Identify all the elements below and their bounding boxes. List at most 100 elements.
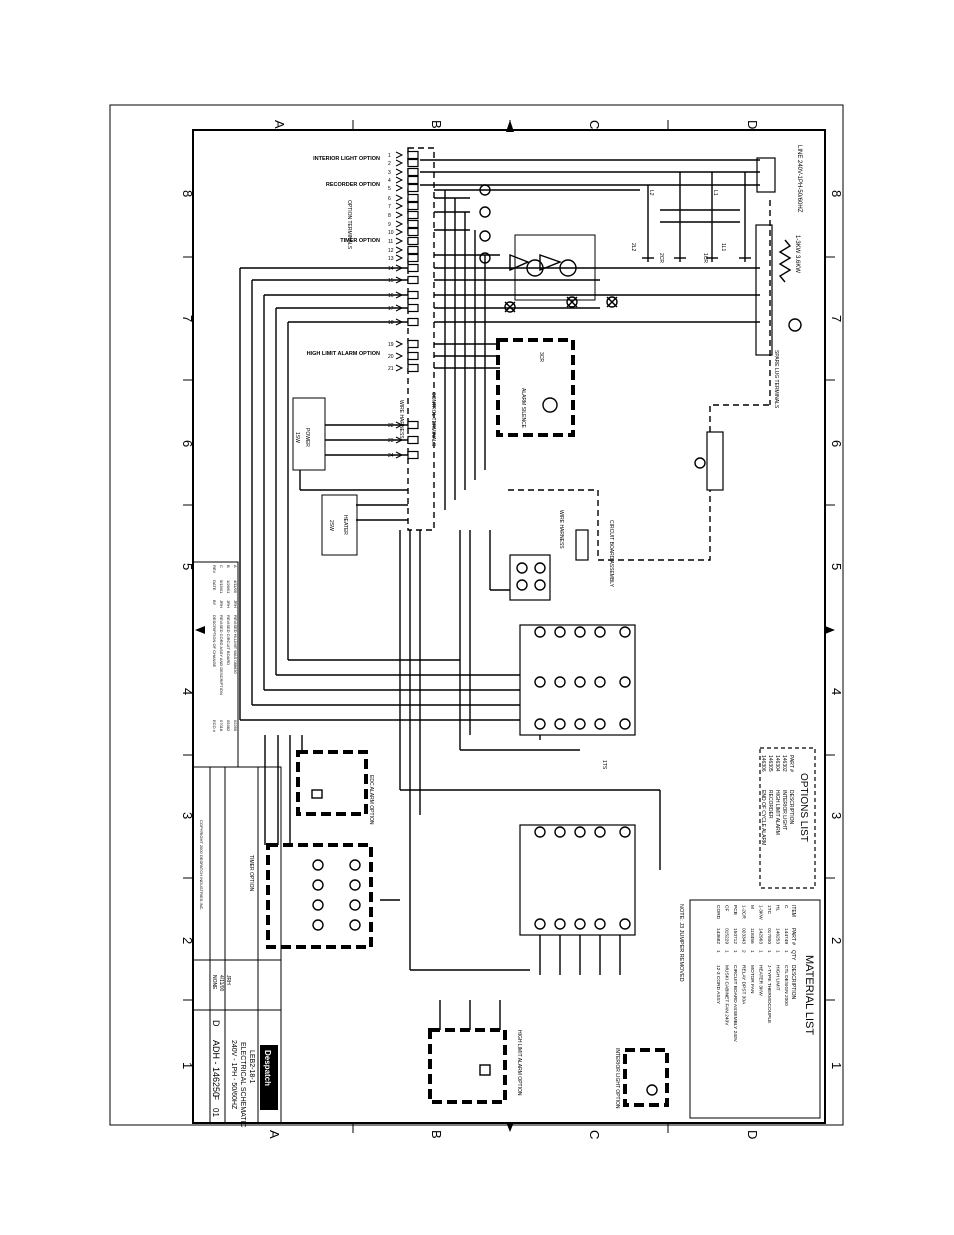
- high-limit-alarm-option-label: HIGH LIMIT ALARM OPTION: [307, 351, 380, 357]
- high-limit-alarm-option-label: HIGH LIMIT ALARM OPTION: [516, 1030, 522, 1096]
- power-switch-box: [292, 397, 326, 471]
- power-switch-label: POWER: [304, 428, 310, 447]
- indicator-lamps: [504, 296, 618, 313]
- zone-number: 8: [829, 190, 844, 197]
- terminal-number: 15: [388, 278, 394, 284]
- title-line-1: LEB2-18-1: [248, 1050, 255, 1084]
- terminal-screw: [574, 918, 586, 930]
- timer-terminals: [312, 859, 361, 931]
- heater-switch-box: [321, 494, 358, 556]
- terminal: 12: [388, 245, 419, 255]
- wire-label: 2CR: [658, 253, 664, 263]
- material-cell: 142963: [758, 928, 764, 944]
- contact-labels: L2 L1 2L2 1L1 1CR 2CR: [630, 190, 726, 263]
- relay-3cr-label: 3CR: [538, 352, 544, 362]
- zone-number: 1: [829, 1062, 844, 1069]
- terminal-screw: [619, 676, 631, 688]
- material-cell: C: [783, 905, 789, 909]
- wire-harness-label: WIRE HARNESS: [398, 400, 404, 439]
- options-list-title: OPTIONS LIST: [798, 773, 809, 842]
- options-header: PART #: [788, 755, 794, 772]
- alarm-silence-option-box: [496, 338, 575, 437]
- options-list: OPTIONS LIST PART #DESCRIPTION146302INTE…: [759, 747, 816, 889]
- options-part-number: 146306: [760, 755, 766, 772]
- terminal-screw: [534, 718, 546, 730]
- material-header: ITEM: [790, 905, 796, 917]
- terminal-number: 4: [388, 178, 391, 184]
- revision-cell: 02295: [233, 720, 238, 732]
- power-switch-tag: 1SW: [294, 432, 300, 443]
- terminal-strip-outline: [407, 147, 435, 531]
- terminal: 2: [388, 158, 419, 168]
- terminal-screw: [554, 676, 566, 688]
- terminal-number: 8: [388, 213, 391, 219]
- material-cell: 12-3 CORD ASSY: [715, 965, 721, 1005]
- wire-harness-label-2: WIRE HARNESS: [558, 510, 564, 549]
- drawing-size: D: [211, 1020, 221, 1027]
- material-cell: 1: [758, 950, 764, 953]
- zone-letters-bottom: A B C D: [267, 1130, 760, 1139]
- drawing-scale: NONE: [211, 975, 217, 990]
- title-block: Despatch LEB2-18-1 ELECTRICAL SCHEMATIC …: [192, 766, 282, 1128]
- solid-state-relay: [509, 554, 551, 601]
- zone-number: 2: [829, 937, 844, 944]
- zone-letter: C: [587, 1130, 602, 1139]
- terminal-number: 6: [388, 196, 391, 202]
- recorder-option-label: RECORDER OPTION: [326, 182, 380, 188]
- revision-header: BY: [212, 600, 217, 606]
- alarm-horn: [542, 397, 558, 413]
- spare-terminal-block: [706, 431, 724, 491]
- terminal: 8: [388, 210, 419, 220]
- zone-number: 6: [829, 440, 844, 447]
- terminal-screw: [594, 918, 606, 930]
- revision-cell: 5/15/01: [219, 580, 224, 594]
- material-cell: HEATER 3KW: [758, 965, 764, 996]
- zone-number: 3: [180, 812, 195, 819]
- zone-number: 7: [829, 315, 844, 322]
- revision-cell: 4/11/00: [233, 580, 238, 594]
- terminal: 11: [388, 236, 419, 246]
- fuse-circles: [479, 184, 491, 264]
- options-part-number: 146304: [774, 755, 780, 772]
- high-limit-terminals: [534, 826, 631, 930]
- terminal: 5: [388, 183, 419, 193]
- material-cell: CF: [724, 905, 730, 911]
- terminal-screw: [574, 626, 586, 638]
- zone-letter: D: [745, 120, 760, 129]
- zone-number: 8: [180, 190, 195, 197]
- zone-number: 7: [180, 315, 195, 322]
- wire-label: 2L2: [630, 243, 636, 252]
- terminal-number: 24: [388, 453, 394, 459]
- thermocouple-label-1: 1TS: [601, 760, 607, 770]
- terminal-screw: [619, 718, 631, 730]
- alarm-buzzer: [311, 789, 323, 799]
- controller-terminals: [534, 626, 631, 730]
- material-cell: 1: [783, 950, 789, 953]
- terminal-number: 7: [388, 204, 391, 210]
- terminal-screw: [619, 626, 631, 638]
- edc-alarm-option-label: EDC ALARM OPTION: [368, 775, 374, 825]
- material-cell: 1: [715, 950, 721, 953]
- terminal: 4: [388, 175, 419, 185]
- material-cell: J-TYPE THERMOCOUPLE: [766, 965, 772, 1023]
- power-wires: [420, 159, 760, 250]
- terminal-screw: [534, 676, 546, 688]
- terminal-screw: [574, 826, 586, 838]
- material-cell: 144749: [783, 928, 789, 944]
- terminal-screw: [534, 826, 546, 838]
- pcb-connector: [575, 529, 589, 561]
- hl-alarm-wiring: [439, 1000, 501, 1030]
- material-cell: PCB: [732, 905, 738, 915]
- revision-cell: 05382: [226, 720, 231, 732]
- material-header: QTY: [790, 950, 796, 961]
- revision-cell: REVISED CORD ASSY AND DESCRIPTION: [219, 615, 224, 695]
- material-cell: CORD: [715, 905, 721, 920]
- control-terminals-label: CONTROL TERMINALS: [430, 392, 436, 447]
- main-bus-wiring: [239, 267, 661, 971]
- zone-number: 2: [180, 937, 195, 944]
- terminal-screw: [619, 826, 631, 838]
- material-cell: 1: [775, 950, 781, 953]
- terminal: 3: [388, 167, 419, 177]
- terminal-number: 11: [388, 239, 393, 245]
